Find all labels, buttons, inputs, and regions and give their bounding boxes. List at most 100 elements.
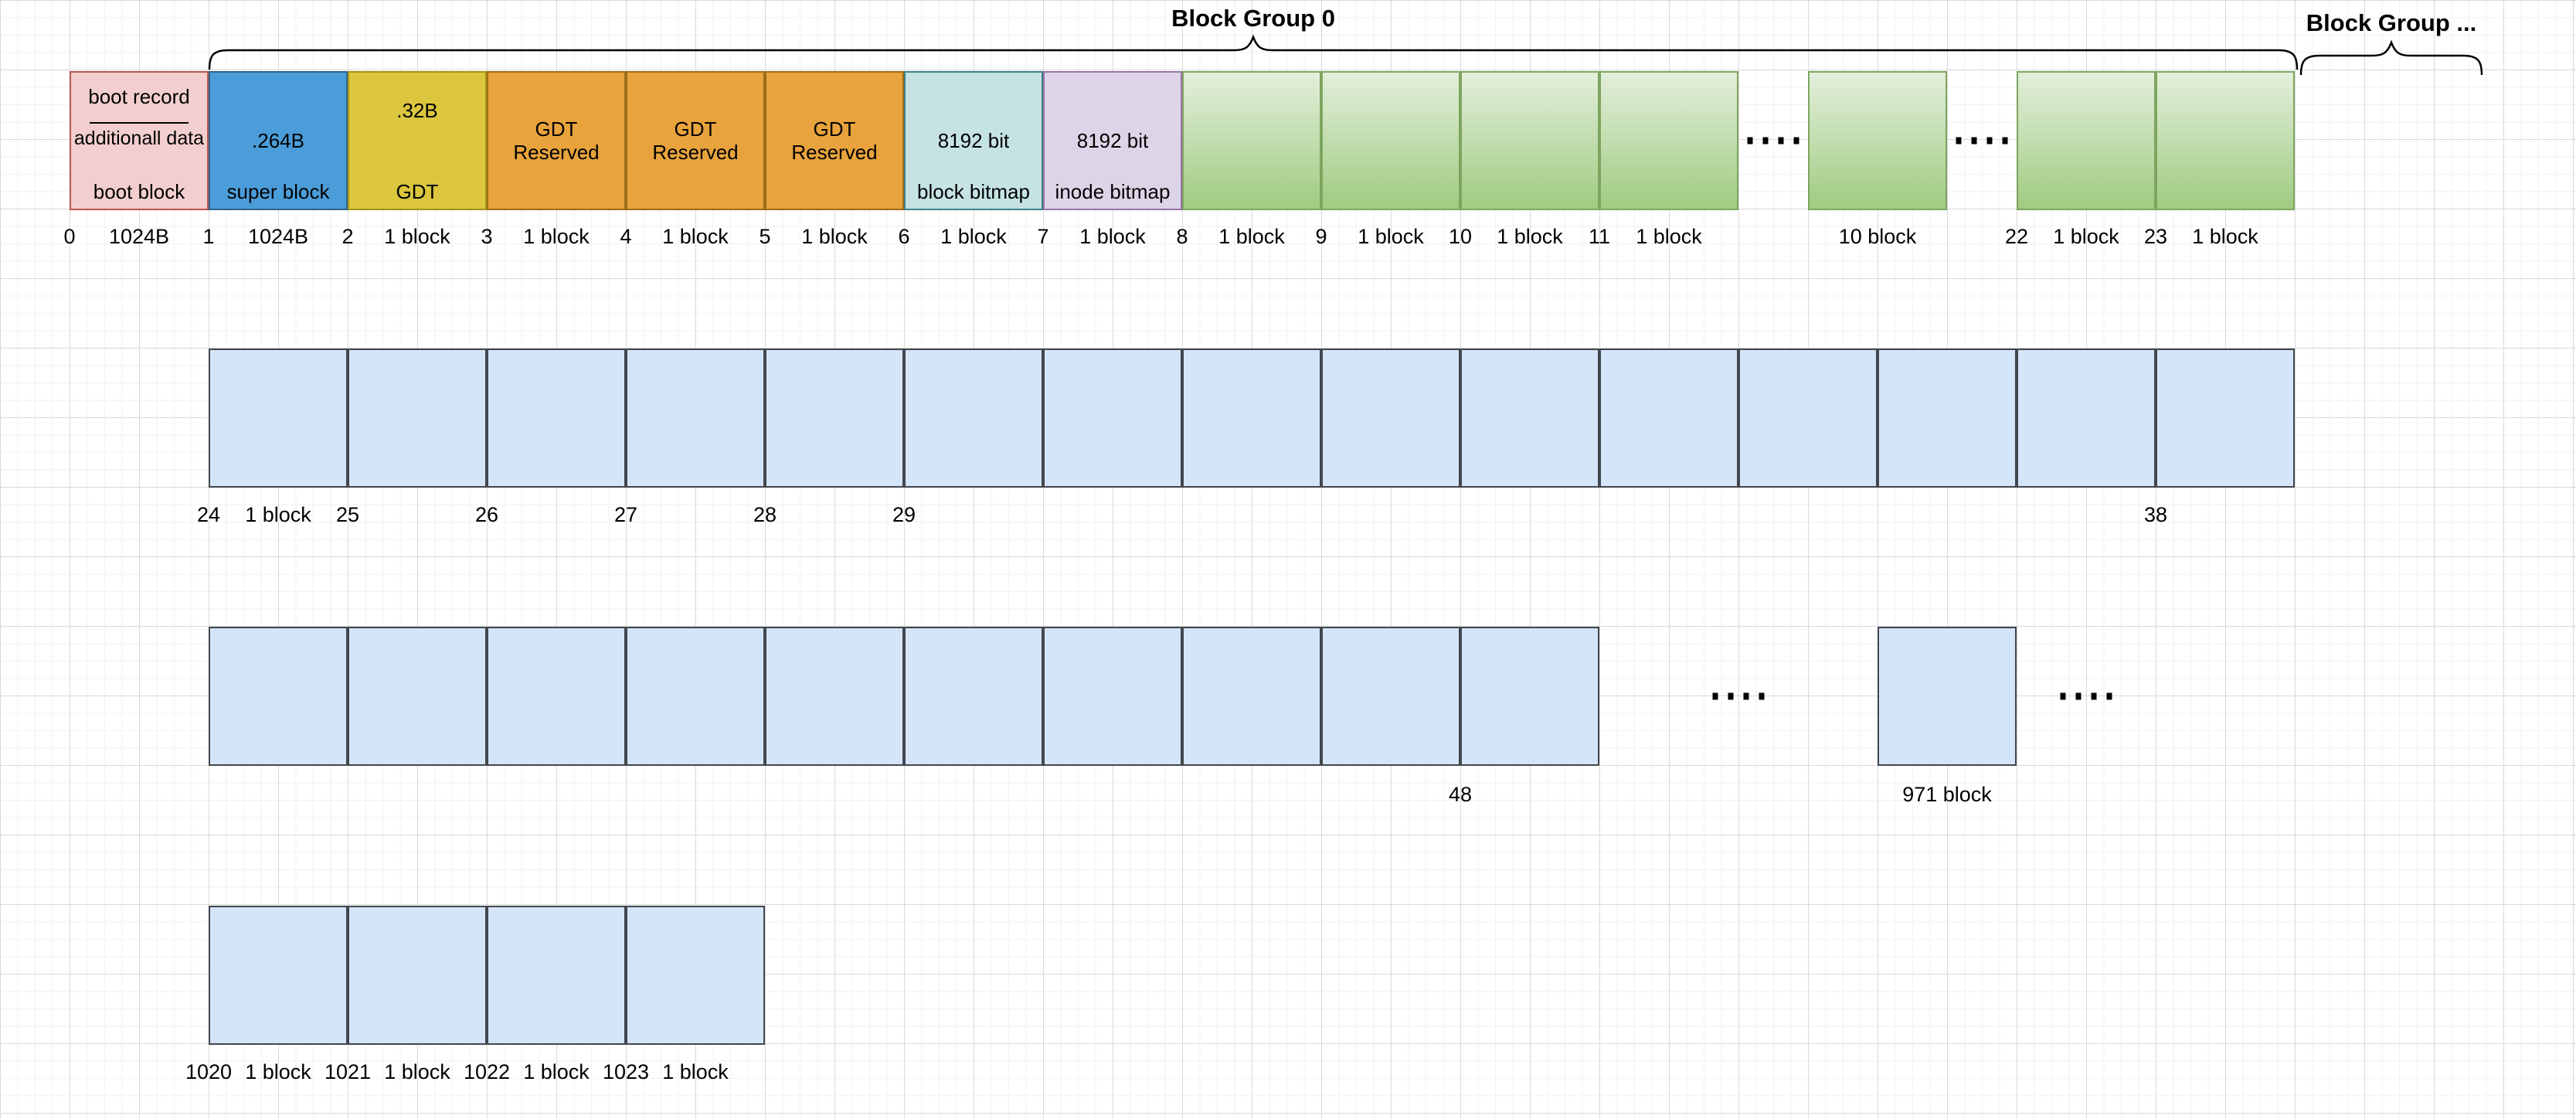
block-cell-data (2156, 349, 2295, 488)
block-cell-data (487, 349, 626, 488)
block-cell-green (1321, 71, 1460, 210)
block-group-next-title: Block Group ... (2306, 9, 2477, 36)
block-index-label: 22 (2004, 225, 2029, 248)
block-index-label: 4 (620, 225, 632, 248)
block-size-label: 1 block (1358, 225, 1424, 248)
block-index-label: 1 (202, 225, 215, 248)
cell-text-bottom: super block (226, 180, 330, 203)
block-size-label: 1 block (801, 225, 868, 248)
block-index-label: 1020 (185, 1060, 233, 1083)
block-cell-data (209, 906, 348, 1045)
block-index-label: 6 (898, 225, 910, 248)
block-size-label: 1 block (523, 225, 590, 248)
dot (1778, 137, 1784, 145)
cell-text-top: boot record (88, 85, 190, 108)
block-cell-green (1599, 71, 1738, 210)
block-cell-data (1321, 349, 1460, 488)
block-size-label: 1 block (1636, 225, 1702, 248)
cell-text-middle: additionall data (73, 128, 205, 149)
dot (1986, 137, 1993, 145)
block-index-label: 23 (2143, 225, 2168, 248)
block-cell-green (2017, 71, 2156, 210)
block-size-label: 1 block (662, 1060, 729, 1083)
ellipsis-dots (2060, 692, 2112, 700)
block-index-label: 25 (335, 503, 360, 526)
ellipsis-dots (1712, 692, 1765, 700)
block-index-label: 0 (63, 225, 76, 248)
block-cell-data (1878, 349, 2017, 488)
block-cell-data (1182, 349, 1321, 488)
dot (2106, 692, 2112, 700)
block-cell-data (1321, 627, 1460, 766)
dot (1793, 137, 1799, 145)
block-cell-data (626, 906, 765, 1045)
block-index-label: 2 (342, 225, 354, 248)
block-index-label: 7 (1037, 225, 1049, 248)
block-cell-data (626, 349, 765, 488)
block-cell-ibitmap: 8192 bit inode bitmap (1043, 71, 1182, 210)
block-cell-data (2017, 349, 2156, 488)
cell-divider-line (90, 122, 189, 124)
dot (2002, 137, 2008, 145)
block-size-label: 1 block (2192, 225, 2258, 248)
block-cell-data (487, 906, 626, 1045)
block-index-label: 5 (759, 225, 771, 248)
block-cell-data (209, 627, 348, 766)
block-size-label: 1 block (384, 225, 450, 248)
dot (1728, 692, 1734, 700)
dot (1743, 692, 1749, 700)
block-cell-super: .264B super block (209, 71, 348, 210)
cell-text-middle: 8192 bit (937, 129, 1010, 152)
cell-text-bottom: boot block (93, 180, 185, 203)
block-cell-green (1460, 71, 1599, 210)
block-cell-boot: boot record additionall data boot block (70, 71, 209, 210)
block-index-label: 9 (1315, 225, 1327, 248)
cell-text-middle: .264B (252, 129, 304, 152)
block-size-label: 10 block (1838, 225, 1917, 248)
block-cell-green (1182, 71, 1321, 210)
block-size-label: 1 block (384, 1060, 450, 1083)
block-size-label: 1024B (247, 225, 309, 248)
cell-text-middle: 8192 bit (1076, 129, 1149, 152)
block-index-label: 11 (1588, 225, 1611, 248)
cell-text-top: .32B (396, 99, 438, 122)
block-size-label: 1 block (1497, 225, 1563, 248)
block-index-label: 27 (613, 503, 638, 526)
block-index-label: 1021 (324, 1060, 372, 1083)
ellipsis-dots (1747, 137, 1799, 145)
block-cell-data (487, 627, 626, 766)
block-cell-data (904, 349, 1043, 488)
block-size-label: 1 block (940, 225, 1007, 248)
block-index-label: 1023 (602, 1060, 650, 1083)
block-index-label: 3 (481, 225, 493, 248)
block-cell-data (626, 627, 765, 766)
block-cell-data (209, 349, 348, 488)
block-index-label: 8 (1176, 225, 1188, 248)
dot (2060, 692, 2066, 700)
block-index-label: 38 (2143, 503, 2168, 526)
block-size-label: 1 block (1218, 225, 1285, 248)
block-index-label: 1022 (463, 1060, 511, 1083)
block-cell-data (765, 627, 904, 766)
block-cell-green (2156, 71, 2295, 210)
block-index-label: 26 (474, 503, 499, 526)
block-cell-data (904, 627, 1043, 766)
cell-text-bottom: GDT (396, 180, 439, 203)
block-cell-gdt: .32B GDT (348, 71, 487, 210)
ellipsis-dots (1956, 137, 2008, 145)
block-index-label: 28 (753, 503, 777, 526)
block-size-label: 1 block (245, 503, 311, 526)
dot (2075, 692, 2082, 700)
block-cell-data (348, 906, 487, 1045)
block-cell-data (348, 627, 487, 766)
block-index-label: 48 (1448, 783, 1473, 806)
block-size-label: 1 block (523, 1060, 590, 1083)
cell-text-bottom: inode bitmap (1055, 180, 1171, 203)
block-size-label: 1024B (108, 225, 170, 248)
